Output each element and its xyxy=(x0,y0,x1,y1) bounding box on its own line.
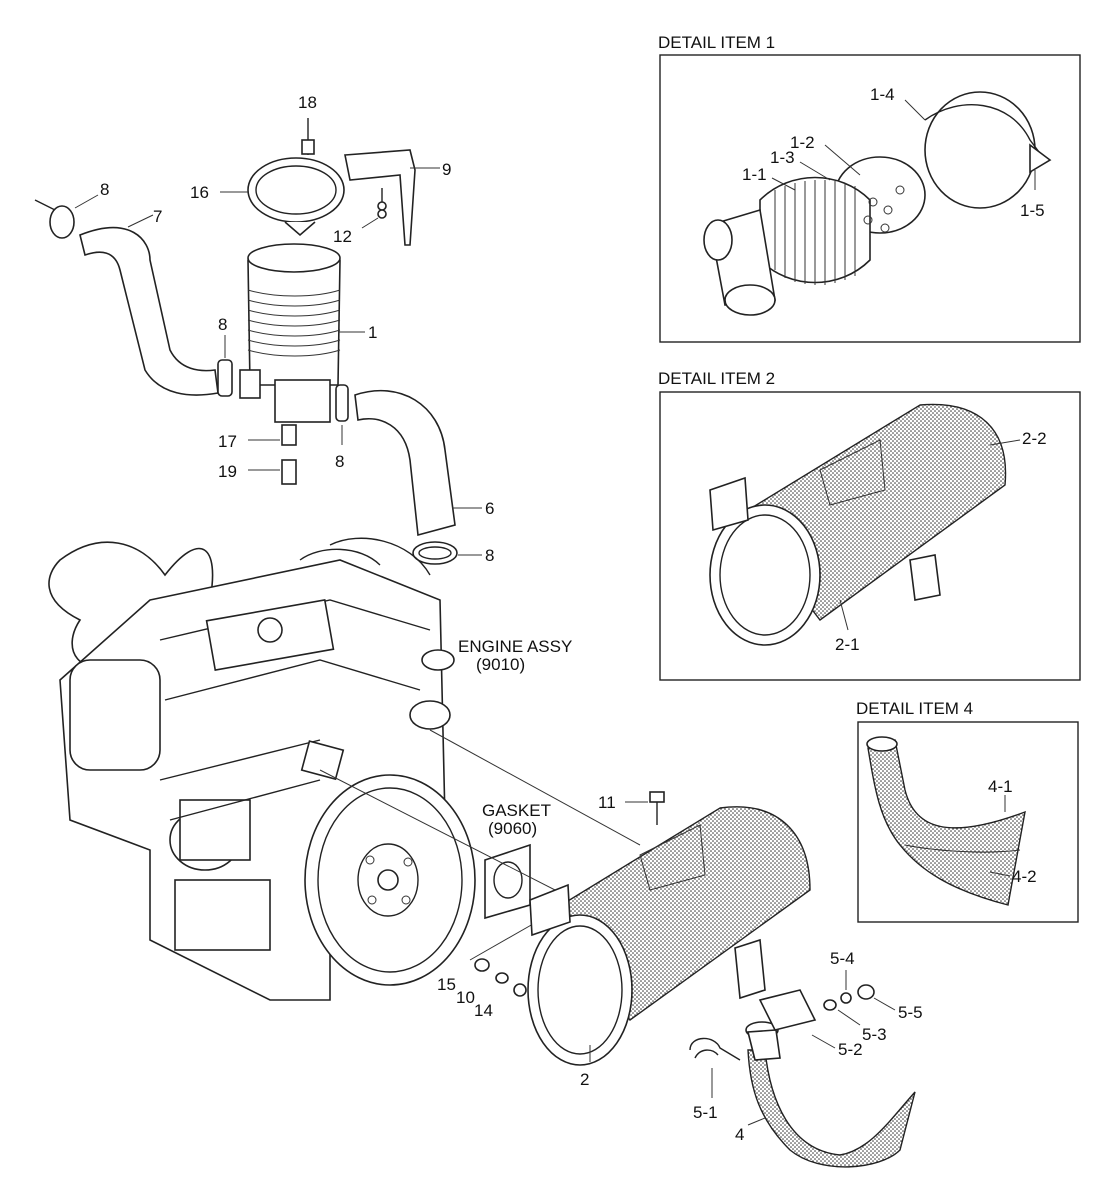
label-5-3: 5-3 xyxy=(862,1025,887,1044)
label-7: 7 xyxy=(153,207,162,226)
detail-2-labels: 2-2 2-1 xyxy=(835,429,1047,654)
label-1-2: 1-2 xyxy=(790,133,815,152)
detail-4-title: DETAIL ITEM 4 xyxy=(856,699,973,718)
label-2: 2 xyxy=(580,1070,589,1089)
muffler-assembly: 2 11 15 10 14 xyxy=(437,791,811,1089)
label-5-4: 5-4 xyxy=(830,949,855,968)
air-cleaner-assembly: 18 16 9 12 1 7 xyxy=(34,93,494,565)
detail-4-frame xyxy=(857,721,1079,923)
label-4: 4 xyxy=(735,1125,744,1144)
tail-pipe-assembly: 4 5-1 5-2 5-3 5-4 5-5 xyxy=(689,949,923,1168)
gasket: GASKET (9060) xyxy=(482,801,551,920)
gasket-ref: (9060) xyxy=(488,819,537,838)
detail-item-4: DETAIL ITEM 4 4-1 4-2 xyxy=(856,699,1079,923)
label-5-1: 5-1 xyxy=(693,1103,718,1122)
label-5-5: 5-5 xyxy=(898,1003,923,1022)
guide-lines xyxy=(319,729,641,961)
label-17: 17 xyxy=(218,432,237,451)
label-8-b: 8 xyxy=(218,315,227,334)
label-1-1: 1-1 xyxy=(742,165,767,184)
label-6: 6 xyxy=(485,499,494,518)
detail-4-labels: 4-1 4-2 xyxy=(988,777,1037,886)
engine-assy-label: ENGINE ASSY xyxy=(458,637,572,656)
label-12: 12 xyxy=(333,227,352,246)
label-14: 14 xyxy=(474,1001,493,1020)
gasket-label: GASKET xyxy=(482,801,551,820)
label-4-2: 4-2 xyxy=(1012,867,1037,886)
detail-4-pipe xyxy=(866,736,1026,906)
label-4-1: 4-1 xyxy=(988,777,1013,796)
label-11: 11 xyxy=(598,793,616,812)
detail-1-frame xyxy=(659,54,1081,343)
label-19: 19 xyxy=(218,462,237,481)
label-2-2: 2-2 xyxy=(1022,429,1047,448)
label-9: 9 xyxy=(442,160,451,179)
detail-2-title: DETAIL ITEM 2 xyxy=(658,369,775,388)
label-8-c: 8 xyxy=(335,452,344,471)
detail-1-cleaner xyxy=(703,91,1052,316)
label-2-1: 2-1 xyxy=(835,635,860,654)
label-15: 15 xyxy=(437,975,456,994)
label-1-3: 1-3 xyxy=(770,148,795,167)
label-1-5: 1-5 xyxy=(1020,201,1045,220)
detail-item-1: DETAIL ITEM 1 1-4 1-2 xyxy=(658,33,1081,343)
detail-2-frame xyxy=(659,391,1081,681)
detail-1-labels: 1-4 1-2 1-3 1-1 1-5 xyxy=(742,85,1045,220)
label-1: 1 xyxy=(368,323,377,342)
detail-item-2: DETAIL ITEM 2 2-2 2-1 xyxy=(658,369,1081,681)
label-18: 18 xyxy=(298,93,317,112)
label-8-a: 8 xyxy=(100,180,109,199)
detail-1-title: DETAIL ITEM 1 xyxy=(658,33,775,52)
label-1-4: 1-4 xyxy=(870,85,895,104)
engine-assy-ref: (9010) xyxy=(476,655,525,674)
label-10: 10 xyxy=(456,988,475,1007)
label-8-d: 8 xyxy=(485,546,494,565)
engine-assy-drawing: ENGINE ASSY (9010) xyxy=(48,537,572,1001)
label-16: 16 xyxy=(190,183,209,202)
label-5-2: 5-2 xyxy=(838,1040,863,1059)
detail-2-muffler xyxy=(709,403,1007,646)
